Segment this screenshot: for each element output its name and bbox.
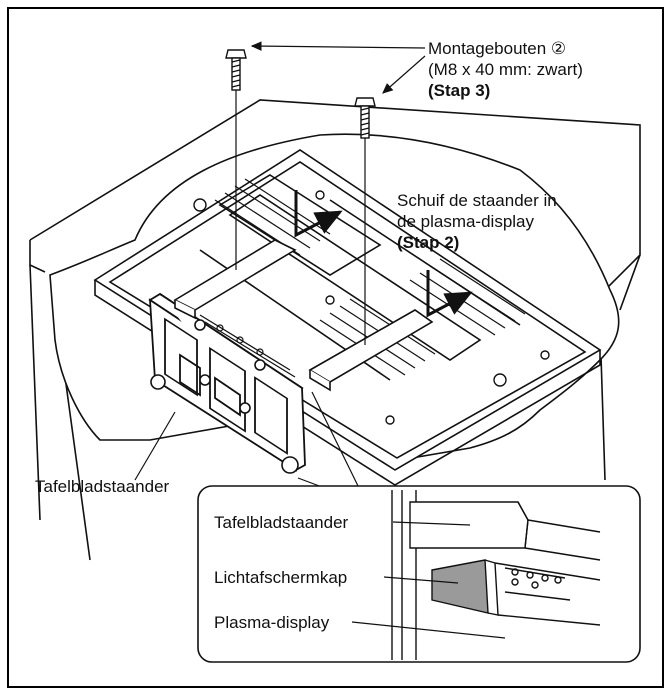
bolts-label-step: (Stap 3) xyxy=(428,81,491,100)
bolts-label-name: Montagebouten ② xyxy=(428,39,567,58)
stand-arms xyxy=(173,239,434,392)
slide-arrows xyxy=(294,190,473,318)
panel-screws xyxy=(193,190,550,425)
mounting-bolt-left xyxy=(225,49,247,91)
slide-label-step: (Stap 2) xyxy=(397,233,460,252)
tabletop-stand xyxy=(148,292,306,472)
mounting-bolt-right xyxy=(354,97,376,139)
inset-stand-label: Tafelbladstaander xyxy=(214,513,349,532)
bolt-guide-lines xyxy=(235,90,366,345)
detail-leader-lines xyxy=(351,521,506,639)
display-connectors xyxy=(199,314,296,378)
stand-feet xyxy=(150,319,299,474)
leader-lines xyxy=(134,41,426,491)
slide-label: Schuif de staander in de plasma-display … xyxy=(397,190,557,253)
slide-label-line1: Schuif de staander in xyxy=(397,191,557,210)
stand-label: Tafelbladstaander xyxy=(35,477,170,496)
slide-label-line2: de plasma-display xyxy=(397,212,535,231)
bolts-label: Montagebouten ② (M8 x 40 mm: zwart) (Sta… xyxy=(428,38,583,101)
bolts-label-spec: (M8 x 40 mm: zwart) xyxy=(428,60,583,79)
inset-cap-label: Lichtafschermkap xyxy=(214,568,348,587)
inset-display-label: Plasma-display xyxy=(214,613,330,632)
